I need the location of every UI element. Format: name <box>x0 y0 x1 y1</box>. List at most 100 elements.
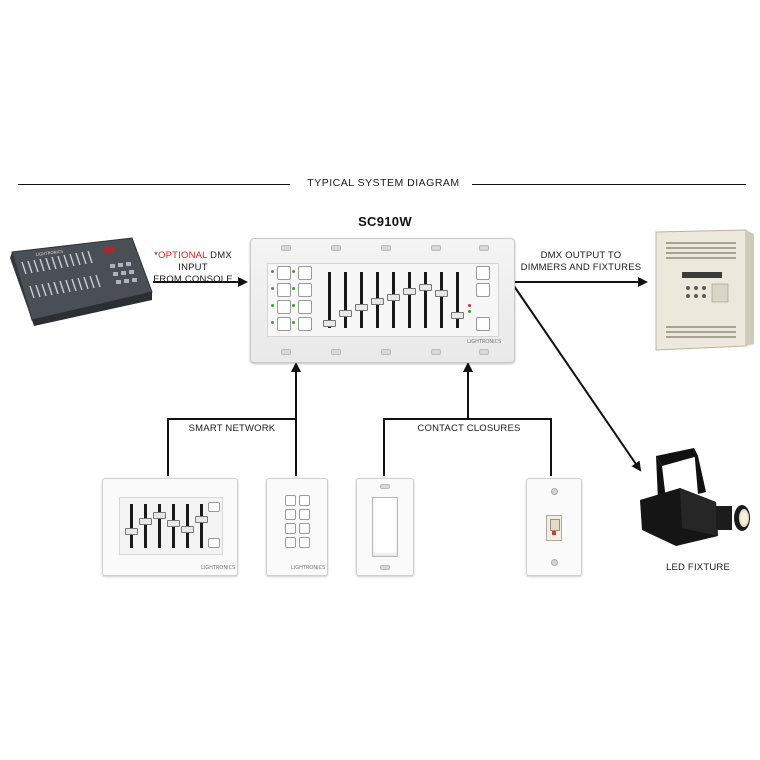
fader-track <box>144 504 147 548</box>
preset-button[interactable] <box>285 509 296 520</box>
dmx-output-line2: DIMMERS AND FIXTURES <box>520 262 642 273</box>
fader-station-plate <box>119 497 223 555</box>
preset-button[interactable] <box>299 523 310 534</box>
sc910w-panel: LIGHTRONICS <box>250 238 515 363</box>
screw <box>479 349 489 355</box>
fader-knob[interactable] <box>355 304 368 311</box>
control-button[interactable] <box>476 266 490 280</box>
fader-knob[interactable] <box>167 520 180 527</box>
screw <box>380 565 390 570</box>
preset-button[interactable] <box>299 537 310 548</box>
screw <box>380 484 390 489</box>
preset-button[interactable] <box>299 495 310 506</box>
led-indicator <box>292 287 295 290</box>
led-indicator <box>271 270 274 273</box>
screw <box>331 245 341 251</box>
svg-text:LIGHTRONICS: LIGHTRONICS <box>36 249 64 257</box>
fader-track <box>344 272 347 328</box>
preset-button[interactable] <box>285 495 296 506</box>
smart-network-button-station: LIGHTRONICS <box>266 478 328 576</box>
control-button[interactable] <box>208 502 220 512</box>
dmx-input-label: *OPTIONAL DMX INPUT FROM CONSOLE <box>138 250 248 286</box>
brand-mark: LIGHTRONICS <box>201 565 236 571</box>
sc910w-control-area <box>267 263 499 337</box>
led-fixture-arrow <box>513 285 642 472</box>
fader-knob[interactable] <box>387 294 400 301</box>
screw <box>551 488 558 495</box>
preset-button[interactable] <box>277 317 291 331</box>
dimmer-rack <box>652 226 756 354</box>
optional-asterisk: * <box>154 250 159 261</box>
screw <box>281 349 291 355</box>
smart-network-line <box>167 418 296 476</box>
toggle-switch-station <box>526 478 582 576</box>
preset-button[interactable] <box>298 300 312 314</box>
fader-knob[interactable] <box>371 298 384 305</box>
led-indicator <box>468 310 471 313</box>
fader-knob[interactable] <box>339 310 352 317</box>
control-button[interactable] <box>476 283 490 297</box>
dmx-output-label: DMX OUTPUT TO DIMMERS AND FIXTURES <box>518 250 644 274</box>
fader-track <box>200 504 203 548</box>
led-fixture <box>636 442 760 552</box>
rocker-switch-station <box>356 478 414 576</box>
toggle-switch[interactable] <box>546 515 562 541</box>
brand-mark: LIGHTRONICS <box>467 339 502 345</box>
fader-track <box>328 272 331 328</box>
title-rule-left <box>18 184 290 185</box>
contact-closures-label: CONTACT CLOSURES <box>417 423 521 434</box>
title-rule-right <box>472 184 746 185</box>
screw <box>381 349 391 355</box>
fader-track <box>360 272 363 328</box>
brand-mark: LIGHTRONICS <box>291 565 326 571</box>
dimmer-rack-image <box>655 229 754 351</box>
fader-track <box>408 272 411 328</box>
smart-network-fader-station: LIGHTRONICS <box>102 478 238 576</box>
preset-button[interactable] <box>298 283 312 297</box>
fader-knob[interactable] <box>419 284 432 291</box>
fader-knob[interactable] <box>451 312 464 319</box>
preset-button[interactable] <box>298 266 312 280</box>
preset-button[interactable] <box>285 537 296 548</box>
fader-track <box>130 504 133 548</box>
control-button[interactable] <box>208 538 220 548</box>
dmx-output-line1: DMX OUTPUT TO <box>540 250 622 261</box>
preset-button[interactable] <box>299 509 310 520</box>
toggle-lever <box>550 519 560 531</box>
diagram-title: TYPICAL SYSTEM DIAGRAM <box>307 177 460 189</box>
preset-button[interactable] <box>298 317 312 331</box>
led-fixture-label: LED FIXTURE <box>666 562 730 573</box>
fader-track <box>424 272 427 328</box>
led-indicator <box>292 304 295 307</box>
fader-knob[interactable] <box>435 290 448 297</box>
preset-button[interactable] <box>277 300 291 314</box>
fader-track <box>456 272 459 328</box>
preset-button[interactable] <box>277 266 291 280</box>
fader-knob[interactable] <box>403 288 416 295</box>
fader-knob[interactable] <box>139 518 152 525</box>
screw <box>551 559 558 566</box>
dmx-input-line1: DMX INPUT <box>178 250 232 273</box>
fader-track <box>158 504 161 548</box>
lighting-console: LIGHTRONICS <box>6 234 154 326</box>
fader-knob[interactable] <box>195 516 208 523</box>
preset-button[interactable] <box>285 523 296 534</box>
led-indicator <box>292 270 295 273</box>
fader-knob[interactable] <box>125 528 138 535</box>
led-indicator <box>271 304 274 307</box>
smart-network-label: SMART NETWORK <box>188 423 276 434</box>
console-image: LIGHTRONICS <box>10 237 153 326</box>
fader-knob[interactable] <box>323 320 336 327</box>
rocker-switch[interactable] <box>372 497 398 557</box>
fader-track <box>440 272 443 328</box>
led-fixture-image <box>640 448 750 546</box>
control-button[interactable] <box>476 317 490 331</box>
fader-knob[interactable] <box>153 512 166 519</box>
preset-button[interactable] <box>277 283 291 297</box>
fader-knob[interactable] <box>181 526 194 533</box>
screw <box>281 245 291 251</box>
center-device-label: SC910W <box>358 214 412 229</box>
led-indicator <box>468 304 471 307</box>
led-indicator <box>292 321 295 324</box>
